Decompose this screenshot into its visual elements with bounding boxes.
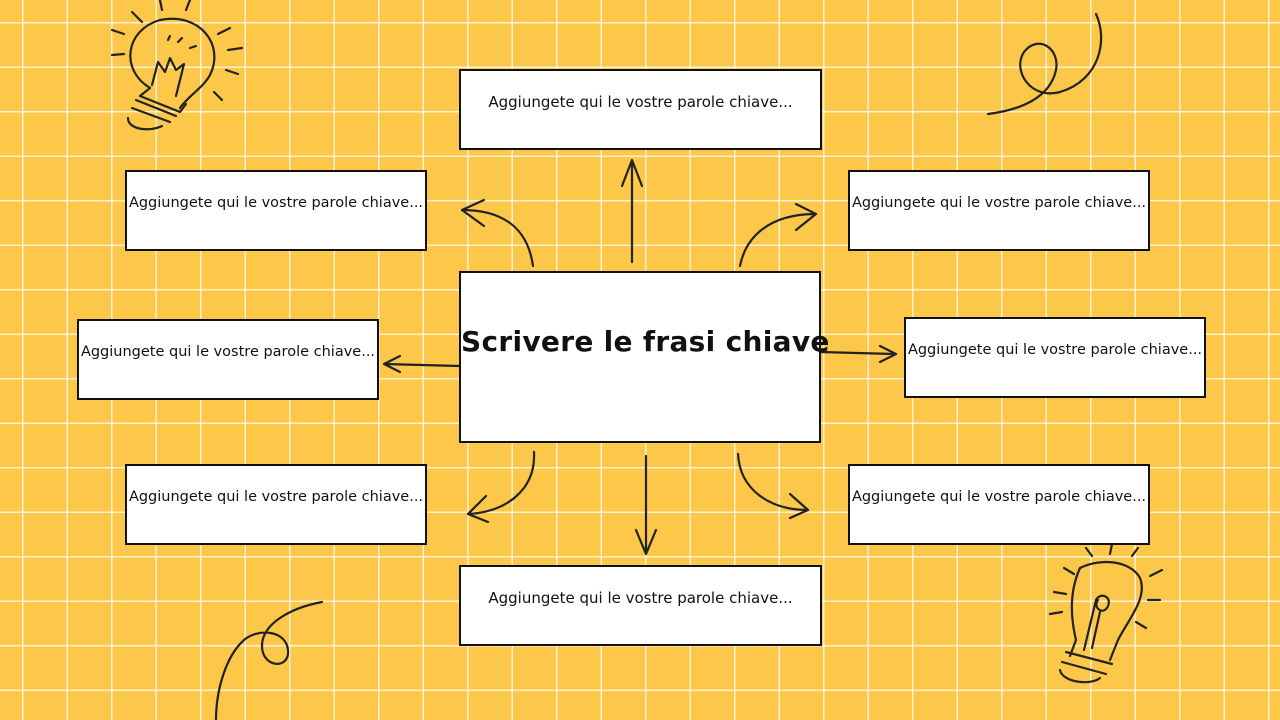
branch-text: Aggiungete qui le vostre parole chiave..… — [80, 344, 376, 360]
branch-text: Aggiungete qui le vostre parole chiave..… — [128, 489, 424, 505]
branch-box-bottom: Aggiungete qui le vostre parole chiave..… — [459, 565, 822, 646]
central-node-text: Scrivere le frasi chiave — [461, 325, 830, 358]
branch-box-upper-left: Aggiungete qui le vostre parole chiave..… — [125, 170, 427, 251]
branch-text: Aggiungete qui le vostre parole chiave..… — [851, 195, 1147, 211]
branch-box-lower-left: Aggiungete qui le vostre parole chiave..… — [125, 464, 427, 545]
arrow-right — [818, 350, 898, 356]
branch-text: Aggiungete qui le vostre parole chiave..… — [128, 195, 424, 211]
central-node: Scrivere le frasi chiave — [459, 271, 829, 443]
branch-box-lower-right: Aggiungete qui le vostre parole chiave..… — [848, 464, 1150, 545]
branch-box-left: Aggiungete qui le vostre parole chiave..… — [77, 319, 379, 400]
branch-box-top: Aggiungete qui le vostre parole chiave..… — [459, 69, 822, 150]
lightbulb-icon — [1048, 542, 1164, 684]
swirl-doodle — [214, 600, 324, 720]
lightbulb-icon — [110, 0, 244, 131]
arrow-upper-right — [738, 212, 818, 268]
branch-text: Aggiungete qui le vostre parole chiave..… — [907, 342, 1203, 358]
arrow-lower-right — [736, 452, 810, 512]
arrow-lower-left — [466, 450, 536, 516]
branch-box-upper-right: Aggiungete qui le vostre parole chiave..… — [848, 170, 1150, 251]
branch-text: Aggiungete qui le vostre parole chiave..… — [488, 589, 793, 607]
arrow-left — [382, 362, 462, 368]
connector-arrows — [382, 158, 898, 556]
branch-text: Aggiungete qui le vostre parole chiave..… — [488, 93, 793, 111]
branch-box-right: Aggiungete qui le vostre parole chiave..… — [904, 317, 1206, 398]
arrow-upper-left — [460, 208, 535, 268]
swirl-doodle — [986, 12, 1103, 116]
branch-text: Aggiungete qui le vostre parole chiave..… — [851, 489, 1147, 505]
